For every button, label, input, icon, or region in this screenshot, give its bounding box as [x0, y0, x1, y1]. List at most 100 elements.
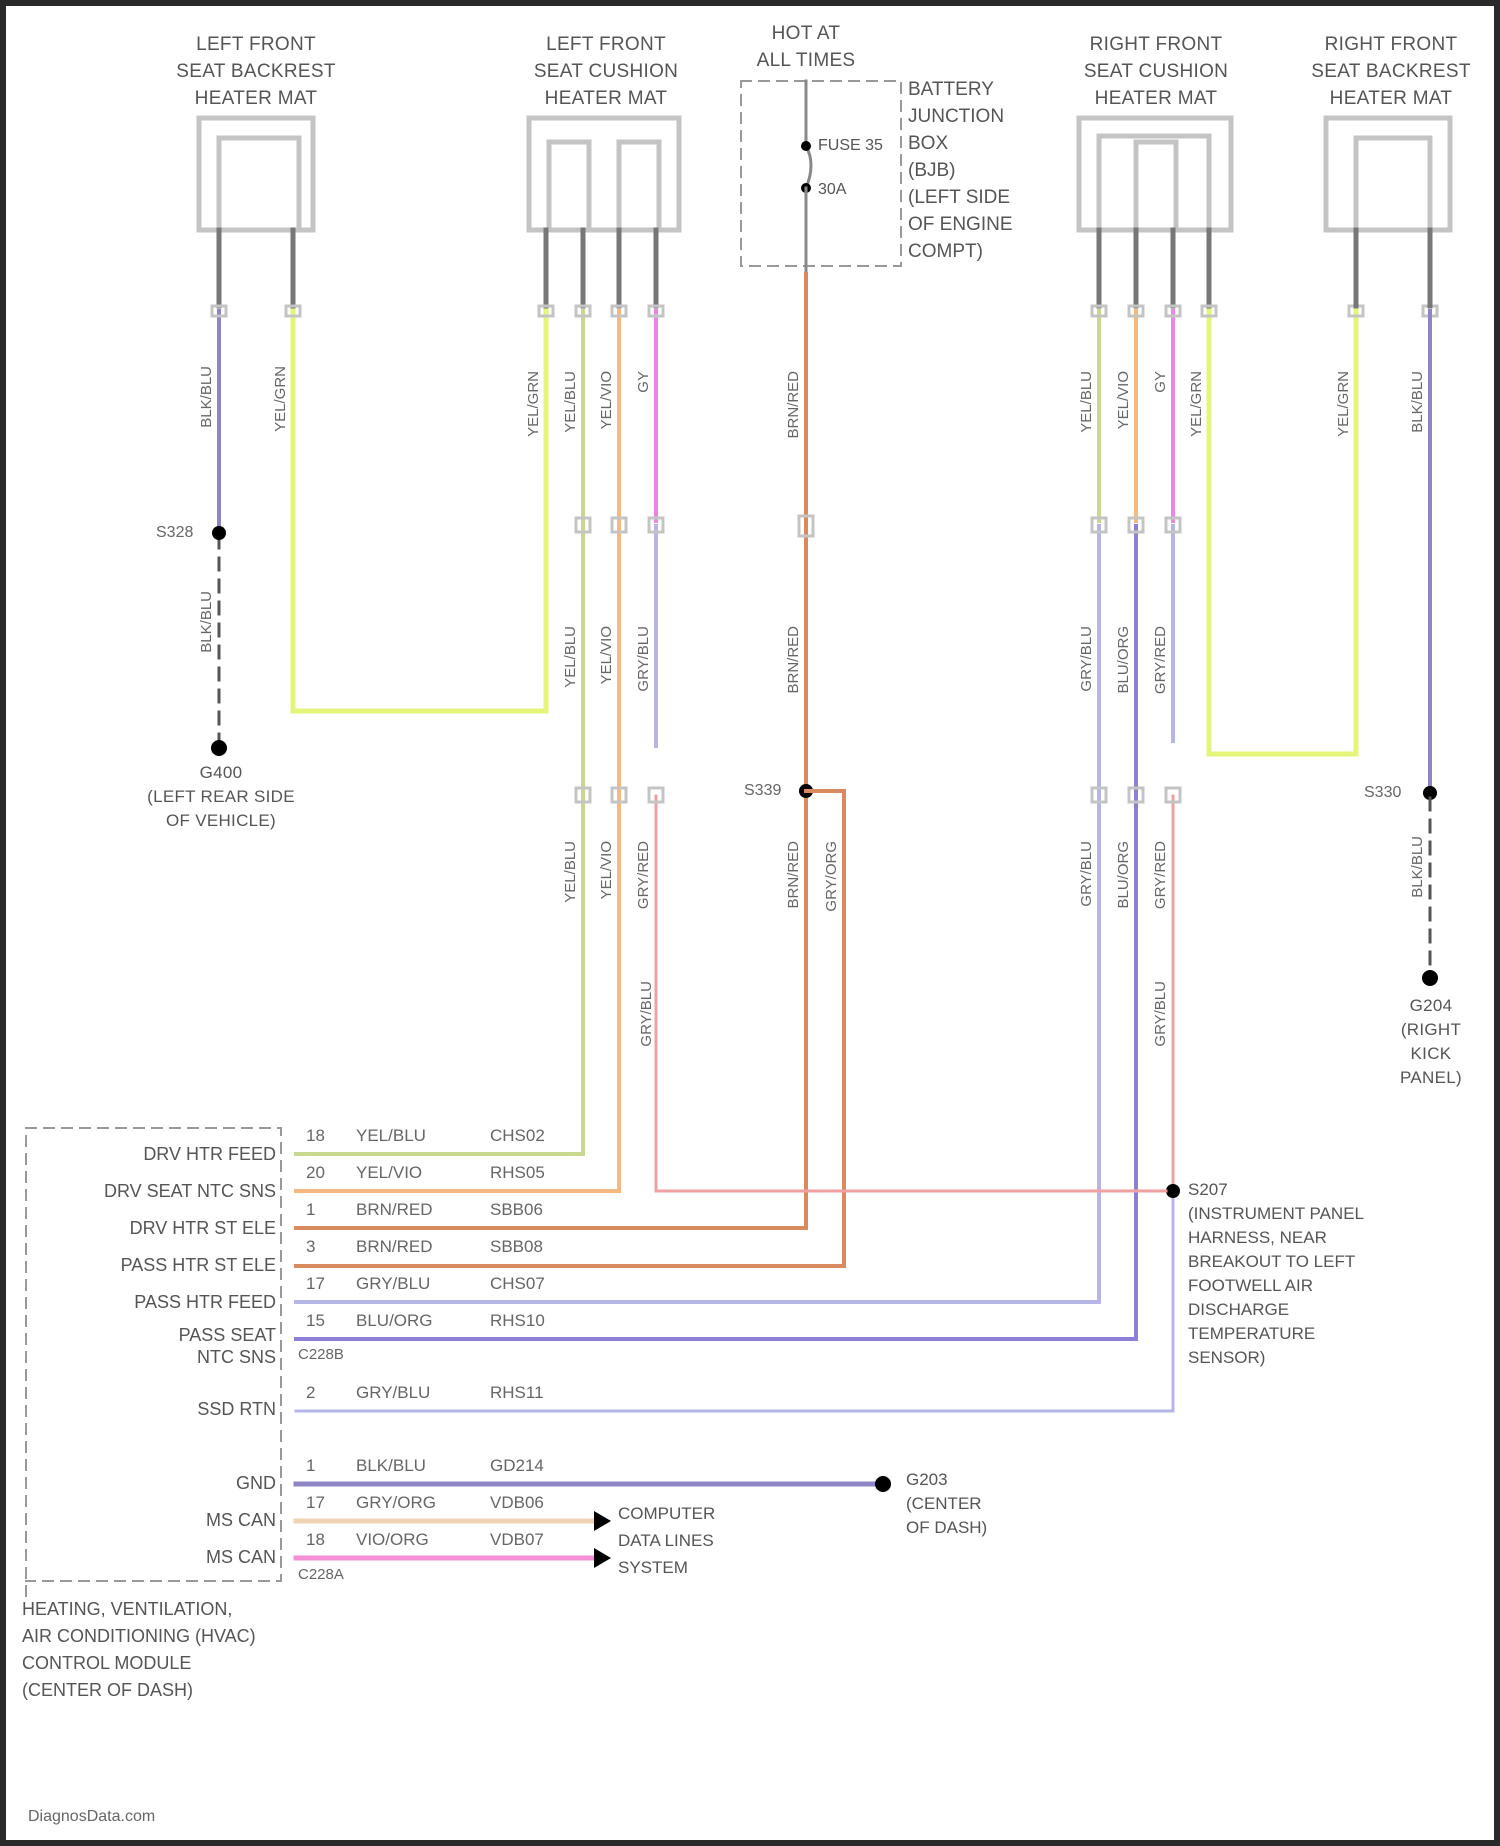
wire-label: GRY/BLU: [1078, 841, 1095, 907]
ground-g203-dot: [875, 1476, 891, 1492]
lf-cushion-heater-symbol: [526, 115, 682, 233]
pin-color-code: BLU/ORG: [356, 1311, 433, 1330]
lf-backrest-title: LEFT FRONT SEAT BACKREST HEATER MAT: [176, 34, 336, 109]
pin-number: 15: [306, 1311, 325, 1330]
wire-drv-htr-feed-yel-blu: [294, 1144, 585, 1156]
wire-label: YEL/BLU: [562, 371, 579, 433]
pin-color-code: BRN/RED: [356, 1200, 433, 1219]
rf-cushion-heater-symbol: [1076, 115, 1234, 233]
diagram-frame: LEFT FRONT SEAT BACKREST HEATER MAT LEFT…: [6, 6, 1494, 1840]
pin-circuit: VDB06: [490, 1493, 544, 1512]
watermark: DiagnosData.com: [28, 1808, 156, 1825]
wire-label: BLK/BLU: [1409, 371, 1426, 433]
splice-s330-dot: [1423, 786, 1437, 800]
ground-g204-label: G204 (RIGHT KICK PANEL): [1376, 994, 1486, 1090]
ground-g204-dot: [1422, 970, 1438, 986]
pin-color-code: YEL/VIO: [356, 1163, 423, 1182]
data-lines-arrow-2: [594, 1548, 611, 1568]
data-lines-system-label: COMPUTER DATA LINES SYSTEM: [618, 1504, 716, 1577]
ground-g203-label: G203(CENTER OF DASH): [906, 1468, 987, 1540]
wire-label: BRN/RED: [785, 371, 802, 439]
wire-label: GRY/RED: [1152, 626, 1169, 695]
hvac-signal-label: MS CAN: [205, 1547, 276, 1567]
wire-s339-pass-brn-red: [294, 789, 846, 1268]
pin-circuit: GD214: [490, 1456, 544, 1475]
pin-color-code: GRY/ORG: [356, 1493, 436, 1512]
hot-at-all-times-label: HOT AT ALL TIMES: [756, 23, 856, 71]
wire-label: GY: [1152, 371, 1169, 393]
wire-label: YEL/GRN: [1335, 371, 1352, 437]
wire-label: YEL/GRN: [272, 366, 289, 432]
wire-label: GRY/RED: [635, 841, 652, 910]
splice-s207-description: (INSTRUMENT PANEL HARNESS, NEAR BREAKOUT…: [1188, 1204, 1365, 1367]
wiring-diagram-svg: [25, 79, 1453, 1597]
pin-color-code: BLK/BLU: [356, 1456, 426, 1475]
pin-color-code: GRY/BLU: [356, 1274, 431, 1293]
bjb-label: BATTERY JUNCTION BOX (BJB) (LEFT SIDE OF…: [908, 79, 1013, 262]
ground-g204-location: (RIGHT KICK PANEL): [1400, 1020, 1462, 1087]
pin-color-code: BRN/RED: [356, 1237, 433, 1256]
ground-g400-id: G400: [199, 763, 243, 782]
fuse-35-label: FUSE 35: [818, 137, 883, 154]
pin-circuit: SBB06: [490, 1200, 543, 1219]
ground-g400-dot: [211, 740, 227, 756]
pin-circuit: RHS11: [490, 1383, 544, 1402]
wire-s207-gry-blu-ssd-rtn: [294, 1189, 1175, 1413]
hvac-signal-label: PASS SEAT NTC SNS: [178, 1325, 276, 1367]
splice-s330-label: S330: [1364, 784, 1402, 801]
pin-circuit: CHS02: [490, 1126, 545, 1145]
wire-label: BRN/RED: [785, 841, 802, 909]
pin-number: 1: [306, 1200, 316, 1219]
hvac-signal-label: GND: [236, 1473, 276, 1493]
pin-number: 20: [306, 1163, 325, 1182]
hvac-signal-label: DRV HTR FEED: [143, 1144, 276, 1164]
wire-label: YEL/GRN: [1188, 371, 1205, 437]
wire-label: BLK/BLU: [1409, 836, 1426, 898]
wire-label: BLU/ORG: [1115, 841, 1132, 909]
fuse-symbol: [803, 143, 813, 190]
hvac-signal-label: PASS HTR FEED: [134, 1292, 276, 1312]
hvac-signal-label: DRV HTR ST ELE: [129, 1218, 276, 1238]
hvac-module-label: HEATING, VENTILATION, AIR CONDITIONING (…: [22, 1599, 256, 1700]
splice-s207-label: S207 (INSTRUMENT PANEL HARNESS, NEAR BREA…: [1188, 1178, 1364, 1370]
rf-cushion-title: RIGHT FRONT SEAT CUSHION HEATER MAT: [1083, 34, 1229, 109]
hvac-connector-c228a: C228A: [298, 1566, 344, 1583]
bjb-dashed-box: [740, 80, 902, 267]
wire-label: BLU/ORG: [1115, 626, 1132, 694]
hvac-connector-c228b: C228B: [298, 1346, 344, 1363]
ground-g203-location: (CENTER OF DASH): [906, 1494, 988, 1537]
wire-label: BLK/BLU: [198, 366, 215, 428]
splice-s328-label: S328: [156, 524, 194, 541]
wire-label: GRY/BLU: [638, 981, 655, 1047]
wire-label: YEL/VIO: [598, 841, 615, 900]
wire-label: YEL/GRN: [525, 371, 542, 437]
splice-s207-dot: [1166, 1184, 1180, 1198]
pin-circuit: RHS05: [490, 1163, 545, 1182]
splice-s207-id: S207: [1188, 1180, 1228, 1199]
pin-number: 17: [306, 1274, 325, 1293]
wire-label: YEL/BLU: [562, 626, 579, 688]
pin-number: 2: [306, 1383, 316, 1402]
wire-label: YEL/VIO: [598, 371, 615, 430]
lf-cushion-title: LEFT FRONT SEAT CUSHION HEATER MAT: [533, 34, 679, 109]
data-lines-arrow-1: [594, 1511, 611, 1531]
hvac-signal-label: SSD RTN: [197, 1399, 276, 1419]
pin-color-code: YEL/BLU: [356, 1126, 426, 1145]
pin-circuit: VDB07: [490, 1530, 544, 1549]
pin-number: 18: [306, 1126, 325, 1145]
pin-circuit: SBB08: [490, 1237, 543, 1256]
pin-circuit: RHS10: [490, 1311, 545, 1330]
wire-label: GRY/BLU: [1078, 626, 1095, 692]
hvac-module-outline: [25, 1127, 282, 1597]
pin-number: 18: [306, 1530, 325, 1549]
wire-rf-blu-org-pass-ntc: [294, 524, 1138, 1341]
wire-drv-ntc-yel-vio: [294, 1179, 621, 1193]
wire-label: YEL/BLU: [562, 841, 579, 903]
ground-g400-location: (LEFT REAR SIDE OF VEHICLE): [147, 787, 295, 830]
fuse-rating-label: 30A: [818, 181, 847, 198]
wire-rf-yel-grn-loop: [1206, 308, 1359, 757]
ground-g204-id: G204: [1409, 996, 1453, 1015]
hvac-signal-label: MS CAN: [205, 1510, 276, 1530]
pin-color-code: VIO/ORG: [356, 1530, 429, 1549]
wire-label: GRY/ORG: [823, 841, 840, 912]
